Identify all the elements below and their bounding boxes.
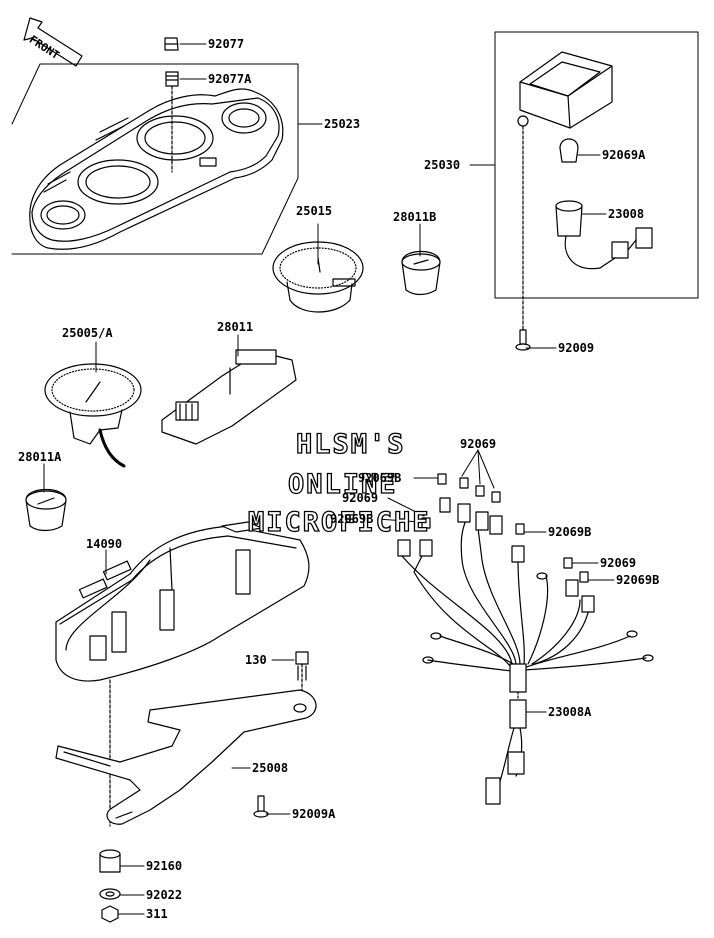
part-label-28011A: 28011A [18, 450, 62, 464]
part-28011A-icon [25, 489, 67, 532]
wiring-harness-part [397, 473, 654, 805]
part-label-28011B: 28011B [393, 210, 437, 224]
part-label-25008: 25008 [252, 761, 289, 775]
part-label-92077A: 92077A [208, 72, 252, 86]
part-label-92069A: 92069A [602, 148, 646, 162]
part-label-92160: 92160 [146, 859, 183, 873]
part-label-92069B-c: 92069B [548, 525, 592, 539]
front-direction-indicator: FRONT [22, 20, 82, 62]
bracket-part [55, 689, 317, 825]
indicator-box-group [494, 31, 699, 341]
leader-lines [43, 43, 615, 915]
part-label-25015: 25015 [296, 204, 333, 218]
part-label-130: 130 [245, 653, 267, 667]
grommet-92160-icon [99, 849, 121, 873]
bolt-92009-icon [515, 329, 531, 351]
part-label-14090: 14090 [86, 537, 123, 551]
washer-92022-icon [99, 888, 121, 900]
front-label: FRONT [26, 33, 62, 62]
part-label-92069-top: 92069 [460, 437, 497, 451]
meter-cover-part [29, 88, 284, 250]
meter-cover-group [11, 63, 299, 255]
part-92077-icon [164, 37, 179, 51]
nut-311-icon [101, 905, 119, 923]
part-label-92077: 92077 [208, 37, 245, 51]
part-label-311: 311 [146, 907, 168, 921]
part-label-23008: 23008 [608, 207, 645, 221]
watermark-line-2: ONLINE [287, 469, 398, 500]
part-28011B-icon [401, 251, 441, 296]
part-label-25030: 25030 [424, 158, 461, 172]
part-label-92009A: 92009A [292, 807, 336, 821]
part-28011-icon [161, 349, 297, 445]
part-label-25005A: 25005/A [62, 326, 113, 340]
meter-case-part [55, 521, 310, 827]
part-label-92022: 92022 [146, 888, 183, 902]
speedometer-part [44, 363, 142, 468]
front-arrow-icon [23, 17, 83, 67]
part-label-92069-b: 92069 [342, 491, 379, 505]
part-label-92069-c: 92069 [600, 556, 637, 570]
part-92077A-icon [165, 71, 179, 173]
part-label-92069B-a: 92069B [358, 471, 402, 485]
part-label-23008A: 23008A [548, 705, 592, 719]
part-label-92069B-b: 92069B [330, 512, 374, 526]
part-label-92009: 92009 [558, 341, 595, 355]
part-label-28011: 28011 [217, 320, 254, 334]
watermark-line-3: MICROFICHE [247, 507, 431, 538]
part-label-25023: 25023 [324, 117, 361, 131]
part-label-92069B-d: 92069B [616, 573, 660, 587]
watermark-line-1: HLSM'S [295, 429, 406, 460]
